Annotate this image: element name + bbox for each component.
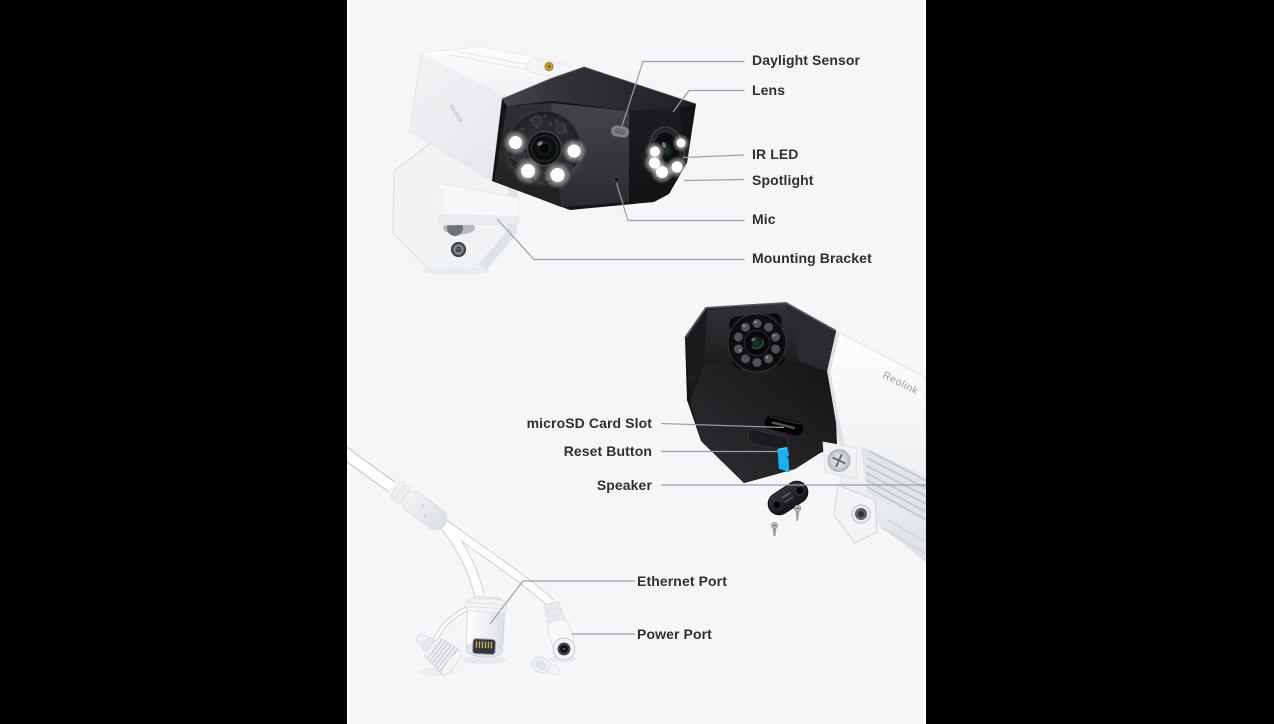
ethernet-connector bbox=[465, 596, 507, 658]
bottom-mic-hole bbox=[690, 376, 694, 380]
leader-microsd bbox=[660, 422, 785, 429]
microsd-card bbox=[777, 446, 790, 473]
speaker-screw-1 bbox=[793, 504, 802, 521]
leader-ir-led bbox=[682, 154, 745, 159]
ir-leds bbox=[643, 134, 690, 184]
label-microsd-card-slot: microSD Card Slot bbox=[526, 415, 652, 431]
leader-mounting-bracket bbox=[496, 218, 745, 261]
left-lens bbox=[502, 110, 587, 189]
leader-lens bbox=[672, 89, 745, 113]
camera-bottom-view: Reolink bbox=[684, 301, 926, 563]
label-ethernet-port: Ethernet Port bbox=[637, 573, 727, 589]
spotlight-leds bbox=[502, 129, 587, 189]
label-mounting-bracket: Mounting Bracket bbox=[752, 250, 872, 266]
right-lens bbox=[640, 126, 692, 184]
rj45-pins bbox=[475, 641, 493, 649]
label-spotlight: Spotlight bbox=[752, 172, 814, 188]
camera-head-bottom bbox=[684, 301, 837, 483]
camera-body-bottom: Reolink bbox=[825, 330, 926, 563]
leader-mic bbox=[615, 182, 745, 222]
label-power-port: Power Port bbox=[637, 626, 712, 642]
camera-diagram-artwork: Reolink bbox=[347, 46, 926, 676]
product-diagram-panel: Reolink bbox=[347, 0, 926, 724]
microsd-slot bbox=[764, 415, 804, 436]
power-cap bbox=[531, 656, 560, 676]
microsd-flap bbox=[747, 427, 789, 451]
power-connector bbox=[543, 600, 576, 661]
camera-head bbox=[492, 66, 697, 210]
label-speaker: Speaker bbox=[596, 477, 652, 493]
camera-body: Reolink bbox=[408, 46, 586, 182]
cable-assembly bbox=[347, 446, 576, 676]
label-ir-led: IR LED bbox=[752, 146, 799, 162]
cable-splitter bbox=[389, 481, 448, 531]
body-screw-mount bbox=[822, 441, 858, 479]
mic-hole bbox=[613, 176, 620, 183]
daylight-sensor bbox=[610, 124, 630, 139]
leader-spotlight bbox=[683, 178, 745, 182]
bottom-lens bbox=[727, 313, 787, 373]
leader-ethernet bbox=[489, 580, 635, 625]
label-mic: Mic bbox=[752, 211, 776, 227]
label-reset-button: Reset Button bbox=[563, 443, 652, 459]
leader-lines bbox=[489, 60, 926, 635]
camera-front-view: Reolink bbox=[392, 46, 697, 275]
label-daylight-sensor: Daylight Sensor bbox=[752, 52, 861, 68]
label-lens: Lens bbox=[752, 82, 786, 98]
speaker-screw-2 bbox=[771, 522, 778, 536]
waterproof-cap bbox=[416, 633, 463, 676]
leader-daylight-sensor bbox=[621, 60, 745, 127]
speaker-plate bbox=[767, 480, 809, 536]
